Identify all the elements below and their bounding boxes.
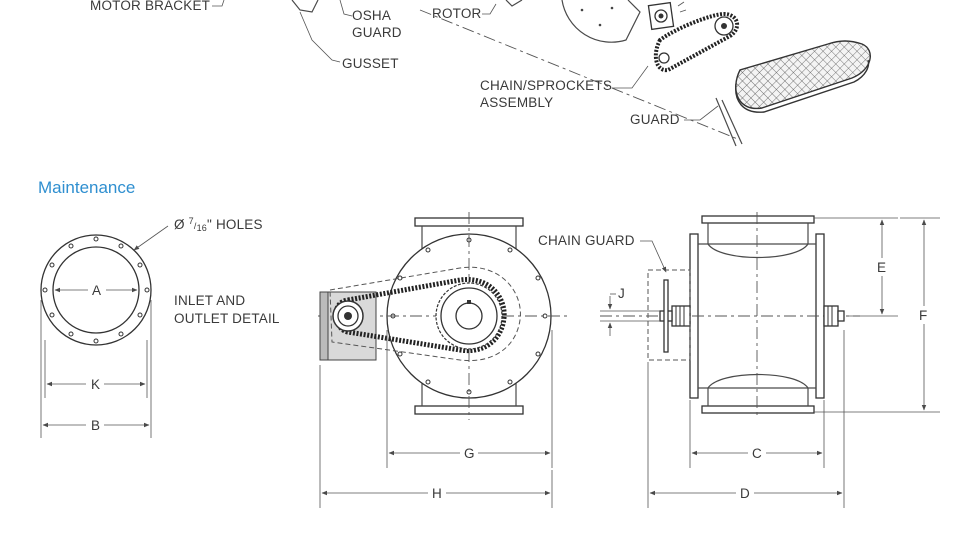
dim-k: K — [91, 377, 100, 392]
chain-guard-leader — [640, 240, 667, 273]
rotor-leader — [482, 3, 497, 15]
inlet-caption-2: OUTLET DETAIL — [174, 311, 280, 326]
dim-d: D — [740, 486, 750, 501]
rotor-label: ROTOR — [432, 6, 482, 21]
gusset-label: GUSSET — [342, 56, 399, 71]
dim-a: A — [92, 283, 101, 298]
dim-c: C — [752, 446, 762, 461]
motor-bracket-part — [291, 0, 319, 13]
side-chain — [333, 277, 507, 354]
chain-guard-part — [735, 40, 871, 113]
motor-bracket-leader — [212, 0, 225, 7]
guard-label: GUARD — [630, 112, 680, 127]
holes-leader — [133, 225, 169, 251]
motor-bracket-label: MOTOR BRACKET — [90, 0, 210, 13]
inlet-outlet-detail: Ø 7/16" HOLES A K B INLET AND OUTLET DET… — [40, 216, 280, 438]
rotor-part — [505, 0, 523, 7]
chain-guard-outline — [647, 269, 691, 361]
osha-guard-label-1: OSHA — [352, 8, 391, 23]
gusset-leader — [299, 11, 341, 63]
bolt-holes — [42, 236, 150, 344]
exploded-axis — [419, 9, 741, 141]
exploded-view: MOTOR BRACKET GUSSET OSHA GUARD ROTOR — [90, 0, 871, 147]
chain-sprockets-label-1: CHAIN/SPROCKETS — [480, 78, 612, 93]
dim-f: F — [919, 308, 927, 323]
chain-sprockets-assembly — [653, 11, 740, 73]
dim-h: H — [432, 486, 442, 501]
flange-bore — [52, 246, 140, 334]
chain-leader — [612, 65, 649, 89]
housing-disc — [561, 0, 641, 43]
dim-b: B — [91, 418, 100, 433]
guard-leader — [684, 105, 719, 121]
holes-callout: Ø 7/16" HOLES — [174, 216, 263, 233]
dim-e: E — [877, 260, 886, 275]
chain-guard-label: CHAIN GUARD — [538, 233, 635, 248]
dim-g: G — [464, 446, 475, 461]
section-heading: Maintenance — [38, 178, 135, 197]
chain-guard-hidden-outline — [329, 266, 521, 362]
chain-sprockets-label-2: ASSEMBLY — [480, 95, 553, 110]
osha-guard-leader — [339, 0, 353, 17]
dim-j: J — [618, 286, 625, 301]
front-view: CHAIN GUARD J E F C D — [538, 212, 940, 508]
side-view: G H — [318, 212, 568, 508]
bearing-block — [647, 1, 675, 31]
inlet-caption-1: INLET AND — [174, 293, 245, 308]
osha-guard-label-2: GUARD — [352, 25, 402, 40]
